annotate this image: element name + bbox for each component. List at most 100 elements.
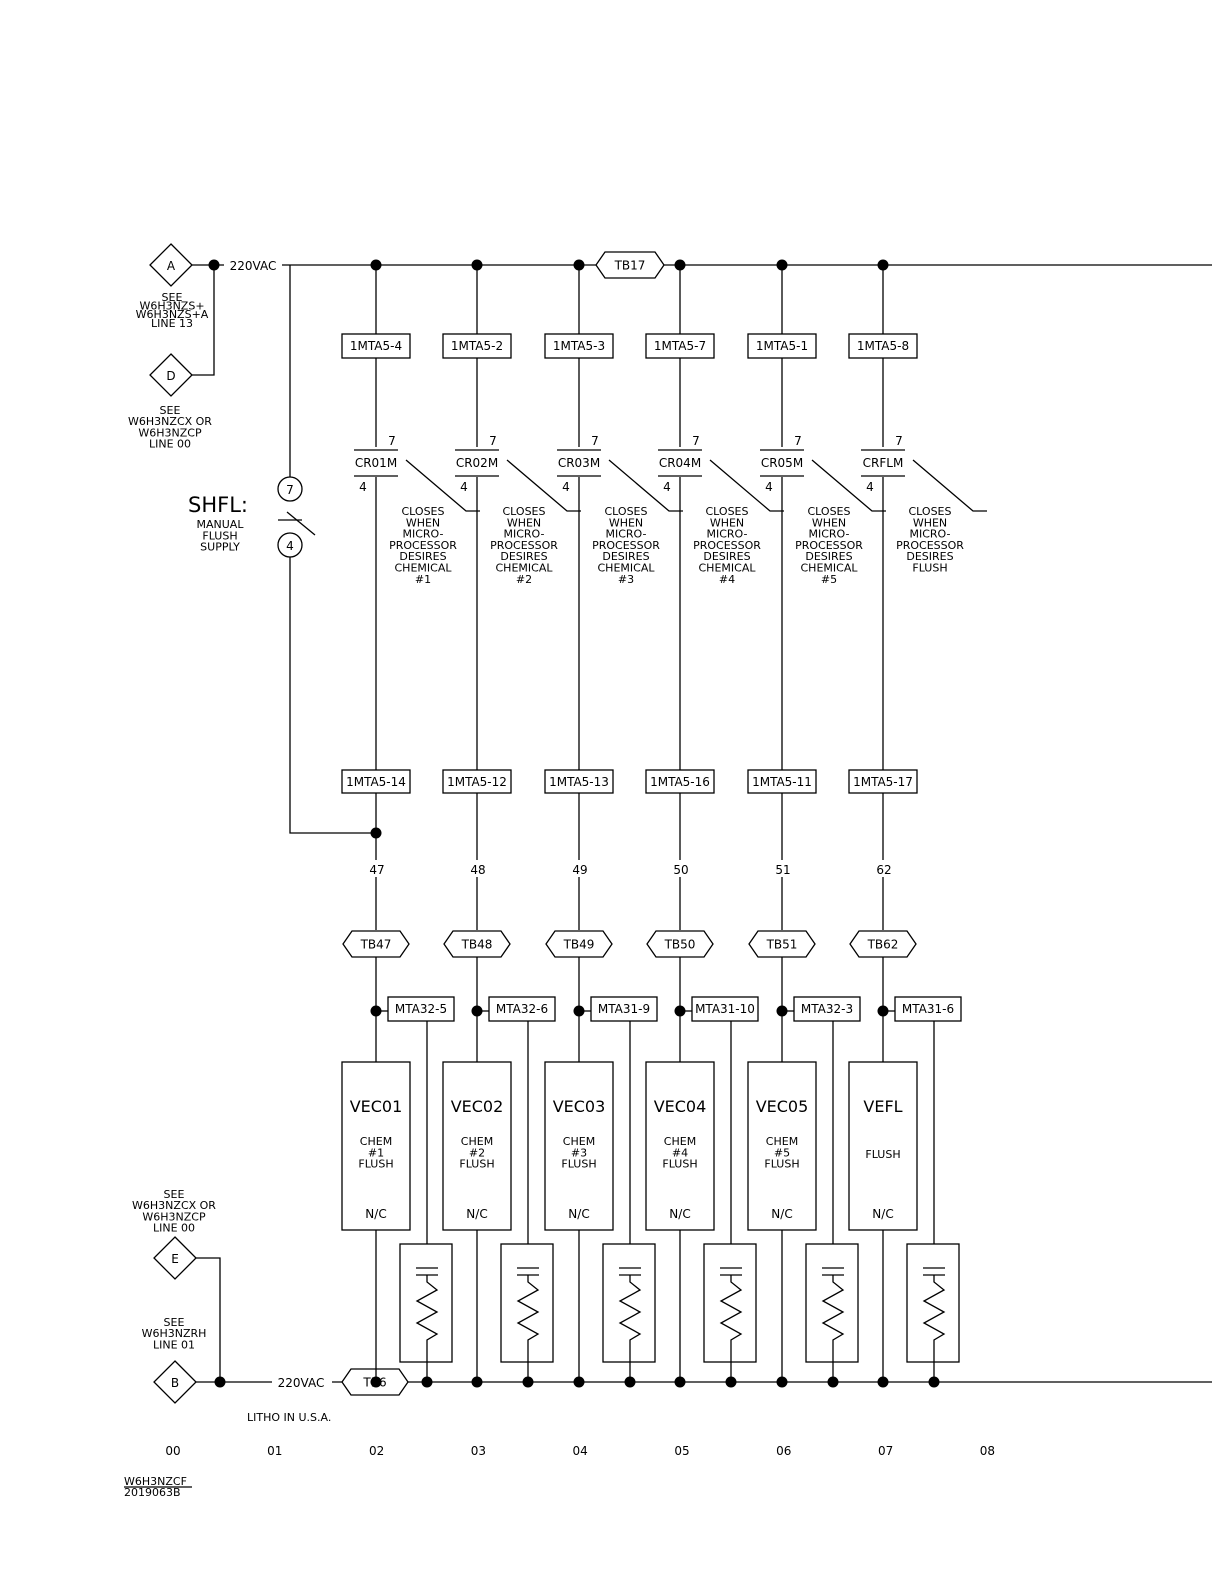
relay-label: CRFLM xyxy=(863,456,904,470)
relay-note: DESIRES xyxy=(602,550,649,563)
relay-note: CHEMICAL xyxy=(801,562,859,575)
relay-label: CR04M xyxy=(659,456,701,470)
mta-terminal-label: MTA32-3 xyxy=(801,1002,853,1016)
connector-d-note: W6H3NZCX OR xyxy=(128,415,212,428)
relay-note: DESIRES xyxy=(805,550,852,563)
line-number: 08 xyxy=(980,1444,995,1458)
junction-dot xyxy=(674,1376,686,1388)
relay-note: WHEN xyxy=(812,516,846,529)
junction-dot xyxy=(674,259,686,271)
relay-note: WHEN xyxy=(406,516,440,529)
junction-dot xyxy=(776,1376,788,1388)
relay-note-leader xyxy=(405,459,480,512)
relay-note: MICRO- xyxy=(504,528,545,541)
relay-note: CHEMICAL xyxy=(598,562,656,575)
junction-dot xyxy=(776,259,788,271)
line-number: 00 xyxy=(165,1444,180,1458)
resistor-zigzag xyxy=(618,1275,642,1382)
relay-pin-top: 7 xyxy=(895,434,903,448)
relay-note: DESIRES xyxy=(399,550,446,563)
relay-note: CLOSES xyxy=(503,505,546,518)
junction-dot xyxy=(624,1376,636,1388)
terminal-bottom-label: 1MTA5-16 xyxy=(650,775,710,789)
terminal-bottom xyxy=(848,769,918,794)
relay-note: #5 xyxy=(821,573,837,586)
relay-pin-top: 7 xyxy=(489,434,497,448)
resistor-zigzag xyxy=(719,1275,743,1382)
relay-label: CR03M xyxy=(558,456,600,470)
line-number: 06 xyxy=(776,1444,791,1458)
terminal-top xyxy=(544,333,614,359)
connector-e-note: W6H3NZCX OR xyxy=(132,1199,216,1212)
relay-note: MICRO- xyxy=(403,528,444,541)
relay-note-leader xyxy=(811,459,886,512)
terminal-top xyxy=(341,333,411,359)
junction-dot xyxy=(214,1376,226,1388)
valve-desc: #5 xyxy=(774,1146,790,1159)
relay-note: MICRO- xyxy=(910,528,951,541)
terminal-block-tag xyxy=(748,930,816,958)
connector-d-note: W6H3NZCP xyxy=(138,426,202,439)
relay-note-leader xyxy=(608,459,683,512)
relay-note-leader xyxy=(709,459,784,512)
terminal-bottom xyxy=(747,769,817,794)
connector-a-note: SEE xyxy=(162,291,183,304)
relay-note: #2 xyxy=(516,573,532,586)
relay-note: #3 xyxy=(618,573,634,586)
bottom-voltage-label: 220VAC xyxy=(278,1376,325,1390)
valve-desc: FLUSH xyxy=(358,1158,393,1171)
mta-terminal xyxy=(488,996,556,1022)
terminal-bottom-label: 1MTA5-12 xyxy=(447,775,507,789)
valve-box xyxy=(747,1061,817,1231)
valve-desc: #2 xyxy=(469,1146,485,1159)
valve-desc: #4 xyxy=(672,1146,688,1159)
terminal-bottom xyxy=(544,769,614,794)
relay-label: CR05M xyxy=(761,456,803,470)
valve-desc: #3 xyxy=(571,1146,587,1159)
suppressor-box xyxy=(805,1243,859,1363)
manual-flush-label: SUPPLY xyxy=(200,541,240,554)
valve-label: VEC05 xyxy=(756,1097,809,1116)
terminal-top xyxy=(747,333,817,359)
terminal-block-tag xyxy=(545,930,613,958)
line-number: 05 xyxy=(674,1444,689,1458)
junction-dot xyxy=(877,259,889,271)
terminal-block-tag xyxy=(849,930,917,958)
relay-pin-top: 7 xyxy=(388,434,396,448)
terminal-tb17 xyxy=(595,251,665,279)
junction-dot xyxy=(928,1376,940,1388)
terminal-block-tag-label: TB51 xyxy=(766,938,798,952)
terminal-bottom-label: 1MTA5-17 xyxy=(853,775,913,789)
relay-label: CR01M xyxy=(355,456,397,470)
wire-number: 51 xyxy=(775,863,790,877)
connector-b-note: LINE 01 xyxy=(153,1338,195,1351)
relay-pin-top: 7 xyxy=(794,434,802,448)
connector-b-letter: B xyxy=(171,1376,179,1390)
mta-terminal-label: MTA31-9 xyxy=(598,1002,650,1016)
relay-note: DESIRES xyxy=(906,550,953,563)
relay-label-bg xyxy=(555,456,603,471)
relay-note: CLOSES xyxy=(706,505,749,518)
relay-note: WHEN xyxy=(913,516,947,529)
connector-a-note: W6H3NZS+A xyxy=(136,308,209,321)
valve-desc: FLUSH xyxy=(865,1148,900,1161)
terminal-block-tag xyxy=(646,930,714,958)
resistor-zigzag xyxy=(516,1275,540,1382)
shfl-pin-4-label: 4 xyxy=(286,539,294,553)
valve-desc: CHEM xyxy=(360,1135,392,1148)
manual-flush-return-wire xyxy=(289,557,376,834)
valve-state: N/C xyxy=(872,1207,893,1221)
resistor-zigzag xyxy=(821,1275,845,1382)
connector-e-letter: E xyxy=(171,1252,179,1266)
valve-box xyxy=(341,1061,411,1231)
relay-note: DESIRES xyxy=(703,550,750,563)
valve-desc: CHEM xyxy=(563,1135,595,1148)
relay-label-bg xyxy=(859,456,907,471)
litho-label: LITHO IN U.S.A. xyxy=(247,1411,331,1424)
terminal-top-label: 1MTA5-2 xyxy=(451,339,503,353)
manual-flush-label: FLUSH xyxy=(202,529,237,542)
connector-e-note: SEE xyxy=(164,1188,185,1201)
connector-a xyxy=(149,243,193,287)
junction-dot xyxy=(370,259,382,271)
line-number: 04 xyxy=(573,1444,588,1458)
